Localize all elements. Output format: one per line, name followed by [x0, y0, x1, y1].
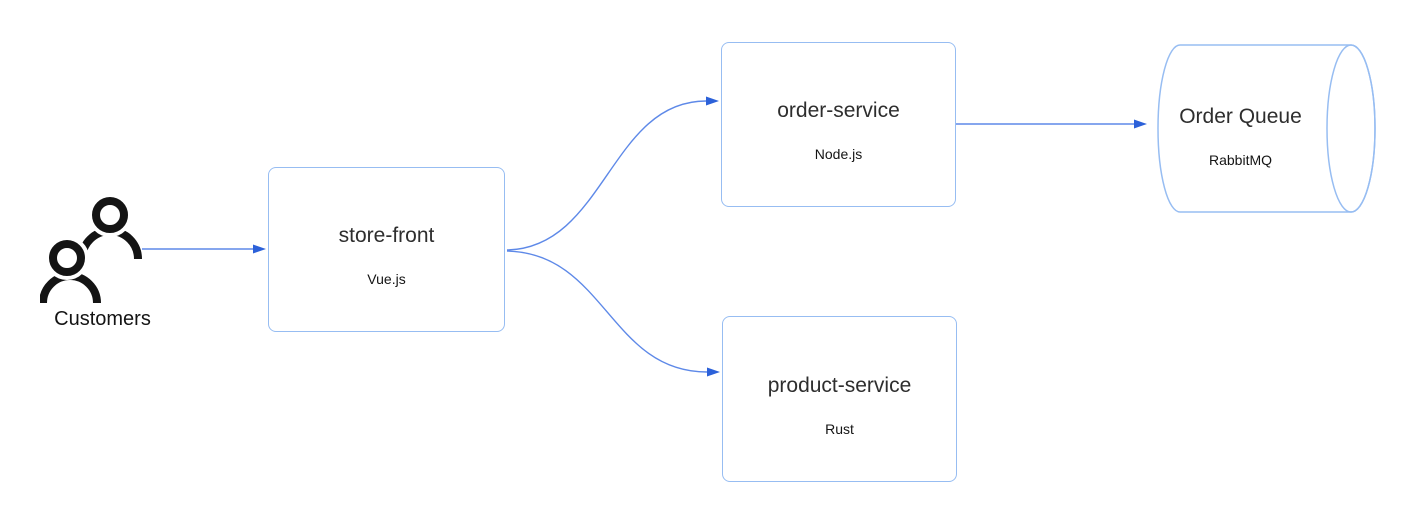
product-service-subtitle: Rust: [825, 420, 854, 437]
node-store-front[interactable]: store-front Vue.js: [268, 167, 505, 332]
order-service-subtitle: Node.js: [814, 146, 863, 162]
node-product-service[interactable]: product-service Rust: [722, 316, 957, 482]
order-service-title: order-service: [777, 99, 900, 122]
edge-store-front-to-order-service[interactable]: [506, 96, 719, 251]
order-queue-text: Order Queue RabbitMQ: [1154, 43, 1327, 214]
edge-store-front-to-product-service[interactable]: [506, 250, 720, 377]
customers-icon: [34, 193, 142, 304]
node-order-queue[interactable]: Order Queue RabbitMQ: [1154, 43, 1380, 214]
order-queue-subtitle: RabbitMQ: [1208, 152, 1273, 168]
customers-label: Customers: [54, 308, 151, 330]
product-service-title: product-service: [767, 373, 912, 397]
queue-cylinder-icon: [1157, 44, 1376, 213]
node-customers[interactable]: [34, 193, 145, 313]
store-front-subtitle: Vue.js: [367, 271, 406, 287]
node-order-service[interactable]: order-service Node.js: [721, 42, 956, 207]
order-queue-title: Order Queue: [1179, 105, 1302, 128]
store-front-title: store-front: [338, 224, 435, 247]
